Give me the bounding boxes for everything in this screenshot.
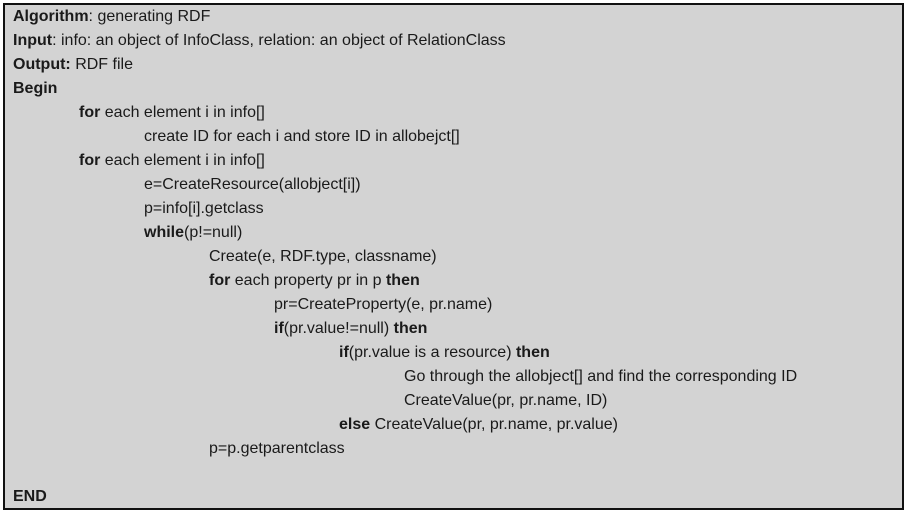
algorithm-title-line: Algorithm: generating RDF <box>13 5 210 29</box>
code-line-13: CreateValue(pr, pr.name, ID) <box>404 392 608 409</box>
code-text: each property pr in p <box>230 272 386 289</box>
code-text: each element i in info[] <box>100 104 265 121</box>
code-line-15: p=p.getparentclass <box>209 440 345 457</box>
code-text: (p!=null) <box>184 224 243 241</box>
code-line-8: for each property pr in p then <box>209 269 420 293</box>
code-line-12: Go through the allobject[] and find the … <box>404 368 798 385</box>
code-line-2: create ID for each i and store ID in all… <box>144 128 460 145</box>
input-line: Input: info: an object of InfoClass, rel… <box>13 29 506 53</box>
code-text: (pr.value!=null) <box>283 320 394 337</box>
code-line-5: p=info[i].getclass <box>144 200 264 217</box>
code-line-4: e=CreateResource(allobject[i]) <box>144 176 361 193</box>
then-keyword: then <box>515 344 550 361</box>
begin-keyword: Begin <box>13 80 58 97</box>
code-line-7: Create(e, RDF.type, classname) <box>209 248 437 265</box>
code-line-1: for each element i in info[] <box>79 101 265 125</box>
code-text: (pr.value is a resource) <box>348 344 516 361</box>
while-keyword: while <box>144 224 185 241</box>
for-keyword: for <box>209 272 231 289</box>
code-line-9: pr=CreateProperty(e, pr.name) <box>274 296 493 313</box>
input-label: Input <box>13 32 53 49</box>
end-keyword: END <box>13 488 47 505</box>
code-text: each element i in info[] <box>100 152 265 169</box>
if-keyword: if <box>274 320 284 337</box>
code-line-11: if(pr.value is a resource) then <box>339 341 550 365</box>
then-keyword: then <box>393 320 428 337</box>
code-line-14: else CreateValue(pr, pr.name, pr.value) <box>339 413 618 437</box>
code-line-10: if(pr.value!=null) then <box>274 317 427 341</box>
code-text: CreateValue(pr, pr.name, pr.value) <box>370 416 618 433</box>
for-keyword: for <box>79 152 101 169</box>
algorithm-label: Algorithm <box>13 8 89 25</box>
code-line-6: while(p!=null) <box>144 221 242 245</box>
algorithm-box: Algorithm: generating RDF Input: info: a… <box>3 3 904 510</box>
then-keyword: then <box>385 272 420 289</box>
output-label: Output: <box>13 56 71 73</box>
input-description: : info: an object of InfoClass, relation… <box>52 32 506 49</box>
output-description: RDF file <box>70 56 133 73</box>
else-keyword: else <box>339 416 371 433</box>
algorithm-name: : generating RDF <box>88 8 211 25</box>
for-keyword: for <box>79 104 101 121</box>
if-keyword: if <box>339 344 349 361</box>
output-line: Output: RDF file <box>13 53 133 77</box>
code-line-3: for each element i in info[] <box>79 149 265 173</box>
